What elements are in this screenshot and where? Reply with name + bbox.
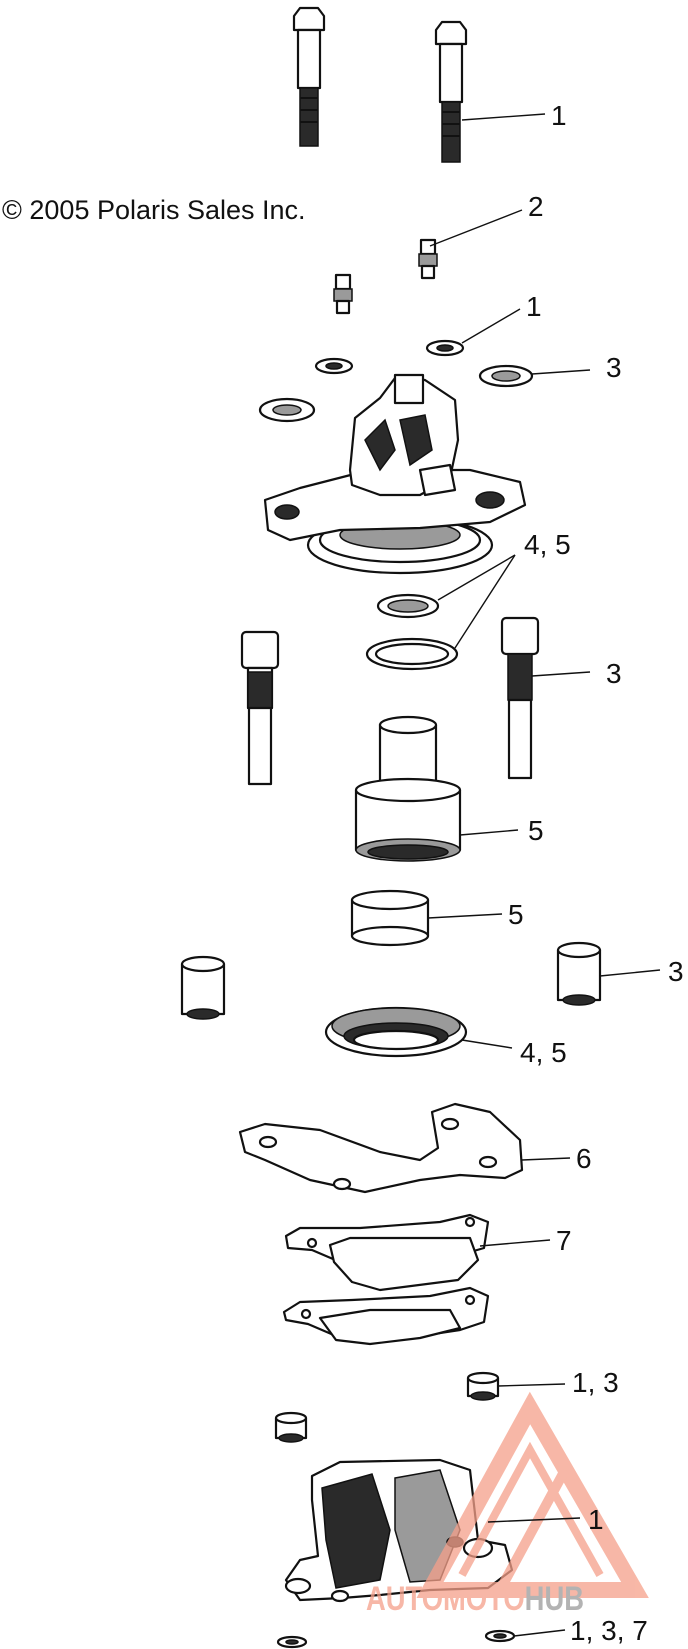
callout-label: 1, 3: [572, 1367, 619, 1398]
seal-ring-lower: [365, 637, 459, 671]
pin-bolt-left: [240, 630, 280, 786]
watermark-text-auto: AUTOMOTO: [366, 1580, 525, 1618]
callout-label: 1: [526, 291, 542, 322]
seal-ring-upper: [376, 593, 440, 619]
callout-label: 1: [588, 1504, 604, 1535]
bushing-right: [556, 941, 602, 1006]
callout-label: 3: [606, 658, 622, 689]
callout-label: 6: [576, 1143, 592, 1174]
washer-small-right: [425, 339, 465, 357]
callout-label: 2: [528, 191, 544, 222]
piston-seal-thick: [324, 1006, 468, 1058]
callout-label: 5: [508, 899, 524, 930]
pin-bolt-right: [500, 616, 540, 780]
callout-label: 4, 5: [524, 529, 571, 560]
callout-label: 3: [668, 956, 684, 987]
callout-label: 3: [606, 352, 622, 383]
clip-bottom-left: [276, 1635, 308, 1649]
boot-left: [274, 1411, 308, 1443]
caliper-piston: [354, 715, 462, 862]
mounting-bracket: [238, 1102, 524, 1194]
svg-text:AUTOMOTOHUB: AUTOMOTOHUB: [366, 1580, 584, 1618]
brake-pad-upper: [284, 1213, 490, 1292]
automotohub-logo-watermark: AUTOMOTOHUB: [366, 1391, 649, 1618]
bleeder-valve-left: [333, 273, 353, 315]
leader-lines: [427, 113, 661, 1637]
brake-pad-lower: [282, 1286, 490, 1346]
clip-bottom-right: [484, 1629, 516, 1643]
callout-label: 1: [551, 100, 567, 131]
watermark-text-hub: HUB: [525, 1580, 584, 1618]
callout-label: 5: [528, 815, 544, 846]
piston-cup: [350, 889, 430, 947]
washer-large-right: [478, 364, 534, 388]
bleeder-valve-right: [418, 238, 438, 280]
callout-label: 7: [556, 1225, 572, 1256]
washer-small-left: [314, 357, 354, 375]
callout-label: 4, 5: [520, 1037, 567, 1068]
lower-caliper-body: [284, 1458, 514, 1603]
upper-caliper-housing: [263, 373, 527, 575]
copyright-notice: © 2005 Polaris Sales Inc.: [2, 195, 306, 225]
washer-large-left: [258, 397, 316, 423]
boot-right: [466, 1371, 500, 1401]
callout-labels: 1 2 1 3 4, 5 3 5 5 3 4, 5 6 7 1, 3 1 1, …: [508, 100, 684, 1646]
bushing-left: [180, 955, 226, 1020]
callout-label: 1, 3, 7: [570, 1615, 648, 1646]
long-bolt-right: [434, 20, 468, 163]
long-bolt-left: [292, 6, 326, 147]
